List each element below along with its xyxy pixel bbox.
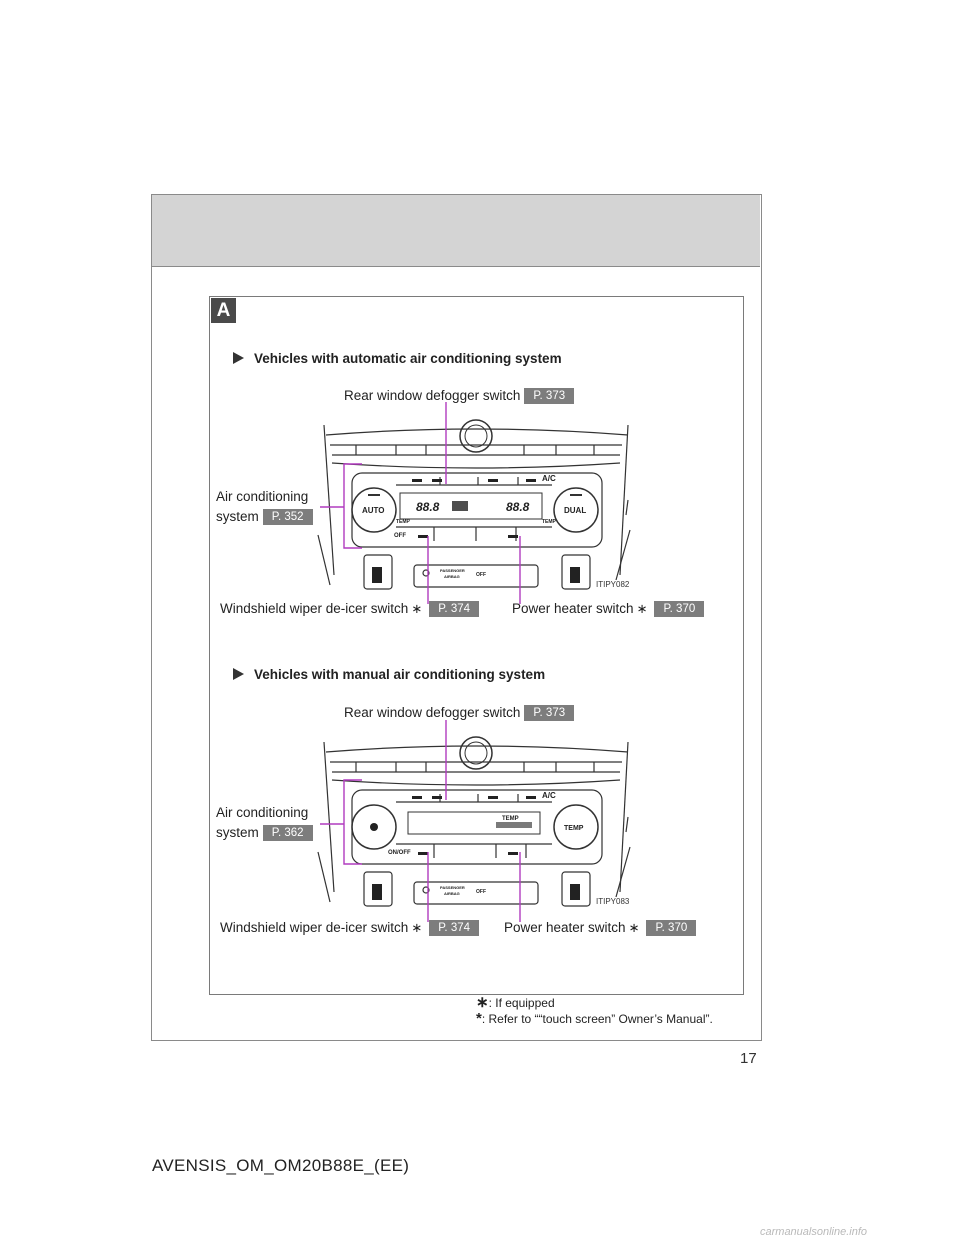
temp-right-label: TEMP: [542, 519, 557, 525]
page-ref-badge[interactable]: P. 362: [262, 825, 313, 842]
figure-box: [209, 296, 744, 995]
display-right-temp: 88.8: [506, 500, 530, 514]
manual-panel-illustration: TEMP TEMP A/C ON/OFF PASSENGER AIRBAG OF…: [317, 736, 631, 907]
page-ref-badge[interactable]: P. 370: [654, 601, 705, 618]
temp-left-label: TEMP: [396, 519, 411, 525]
off-button-label: OFF: [394, 533, 406, 539]
onoff-button-label: ON/OFF: [388, 850, 411, 856]
ac-button-label: A/C: [542, 791, 556, 800]
page-ref-badge[interactable]: P. 374: [429, 601, 479, 618]
page-number: 17: [740, 1050, 757, 1067]
passenger-label: PASSENGER: [440, 885, 465, 890]
section-header-band: [152, 195, 760, 267]
auto-wiper-deicer-label: Windshield wiper de-icer switch∗P. 374: [220, 601, 479, 618]
display-left-temp: 88.8: [416, 500, 440, 514]
arrow-right-icon: [233, 352, 244, 364]
auto-button-label: AUTO: [362, 506, 385, 515]
airbag-label: AIRBAG: [444, 574, 460, 579]
auto-heading: Vehicles with automatic air conditioning…: [233, 351, 562, 366]
footnotes: ∗: If equipped *: Refer to ““touch scree…: [476, 994, 713, 1027]
temp-knob-label: TEMP: [564, 825, 584, 832]
figure-code: ITIPY083: [596, 897, 630, 906]
airbag-off-label: OFF: [476, 889, 486, 895]
passenger-label: PASSENGER: [440, 568, 465, 573]
page-ref-badge[interactable]: P. 370: [646, 920, 697, 937]
manual-heading: Vehicles with manual air conditioning sy…: [233, 667, 545, 682]
page-ref-badge[interactable]: P. 352: [262, 509, 313, 526]
page-ref-badge[interactable]: P. 373: [524, 388, 575, 405]
page-frame: [151, 194, 762, 1041]
ac-button-label: A/C: [542, 474, 556, 483]
temp-display-label: TEMP: [502, 816, 519, 822]
figure-badge: A: [211, 298, 236, 323]
auto-power-heater-label: Power heater switch∗P. 370: [512, 601, 705, 618]
airbag-label: AIRBAG: [444, 891, 460, 896]
manual-power-heater-label: Power heater switch∗P. 370: [504, 920, 697, 937]
page-ref-badge[interactable]: P. 374: [429, 920, 479, 937]
watermark: carmanualsonline.info: [760, 1226, 868, 1238]
arrow-right-icon: [233, 668, 244, 680]
dual-button-label: DUAL: [564, 506, 586, 515]
document-code: AVENSIS_OM_OM20B88E_(EE): [152, 1156, 410, 1175]
manual-wiper-deicer-label: Windshield wiper de-icer switch∗P. 374: [220, 920, 479, 937]
page-ref-badge[interactable]: P. 373: [524, 705, 575, 722]
figure-code: ITIPY082: [596, 580, 630, 589]
auto-panel-illustration: AUTO DUAL A/C OFF TEMP TEMP 88.8 88.8 PA…: [317, 419, 631, 590]
airbag-off-label: OFF: [476, 572, 486, 578]
